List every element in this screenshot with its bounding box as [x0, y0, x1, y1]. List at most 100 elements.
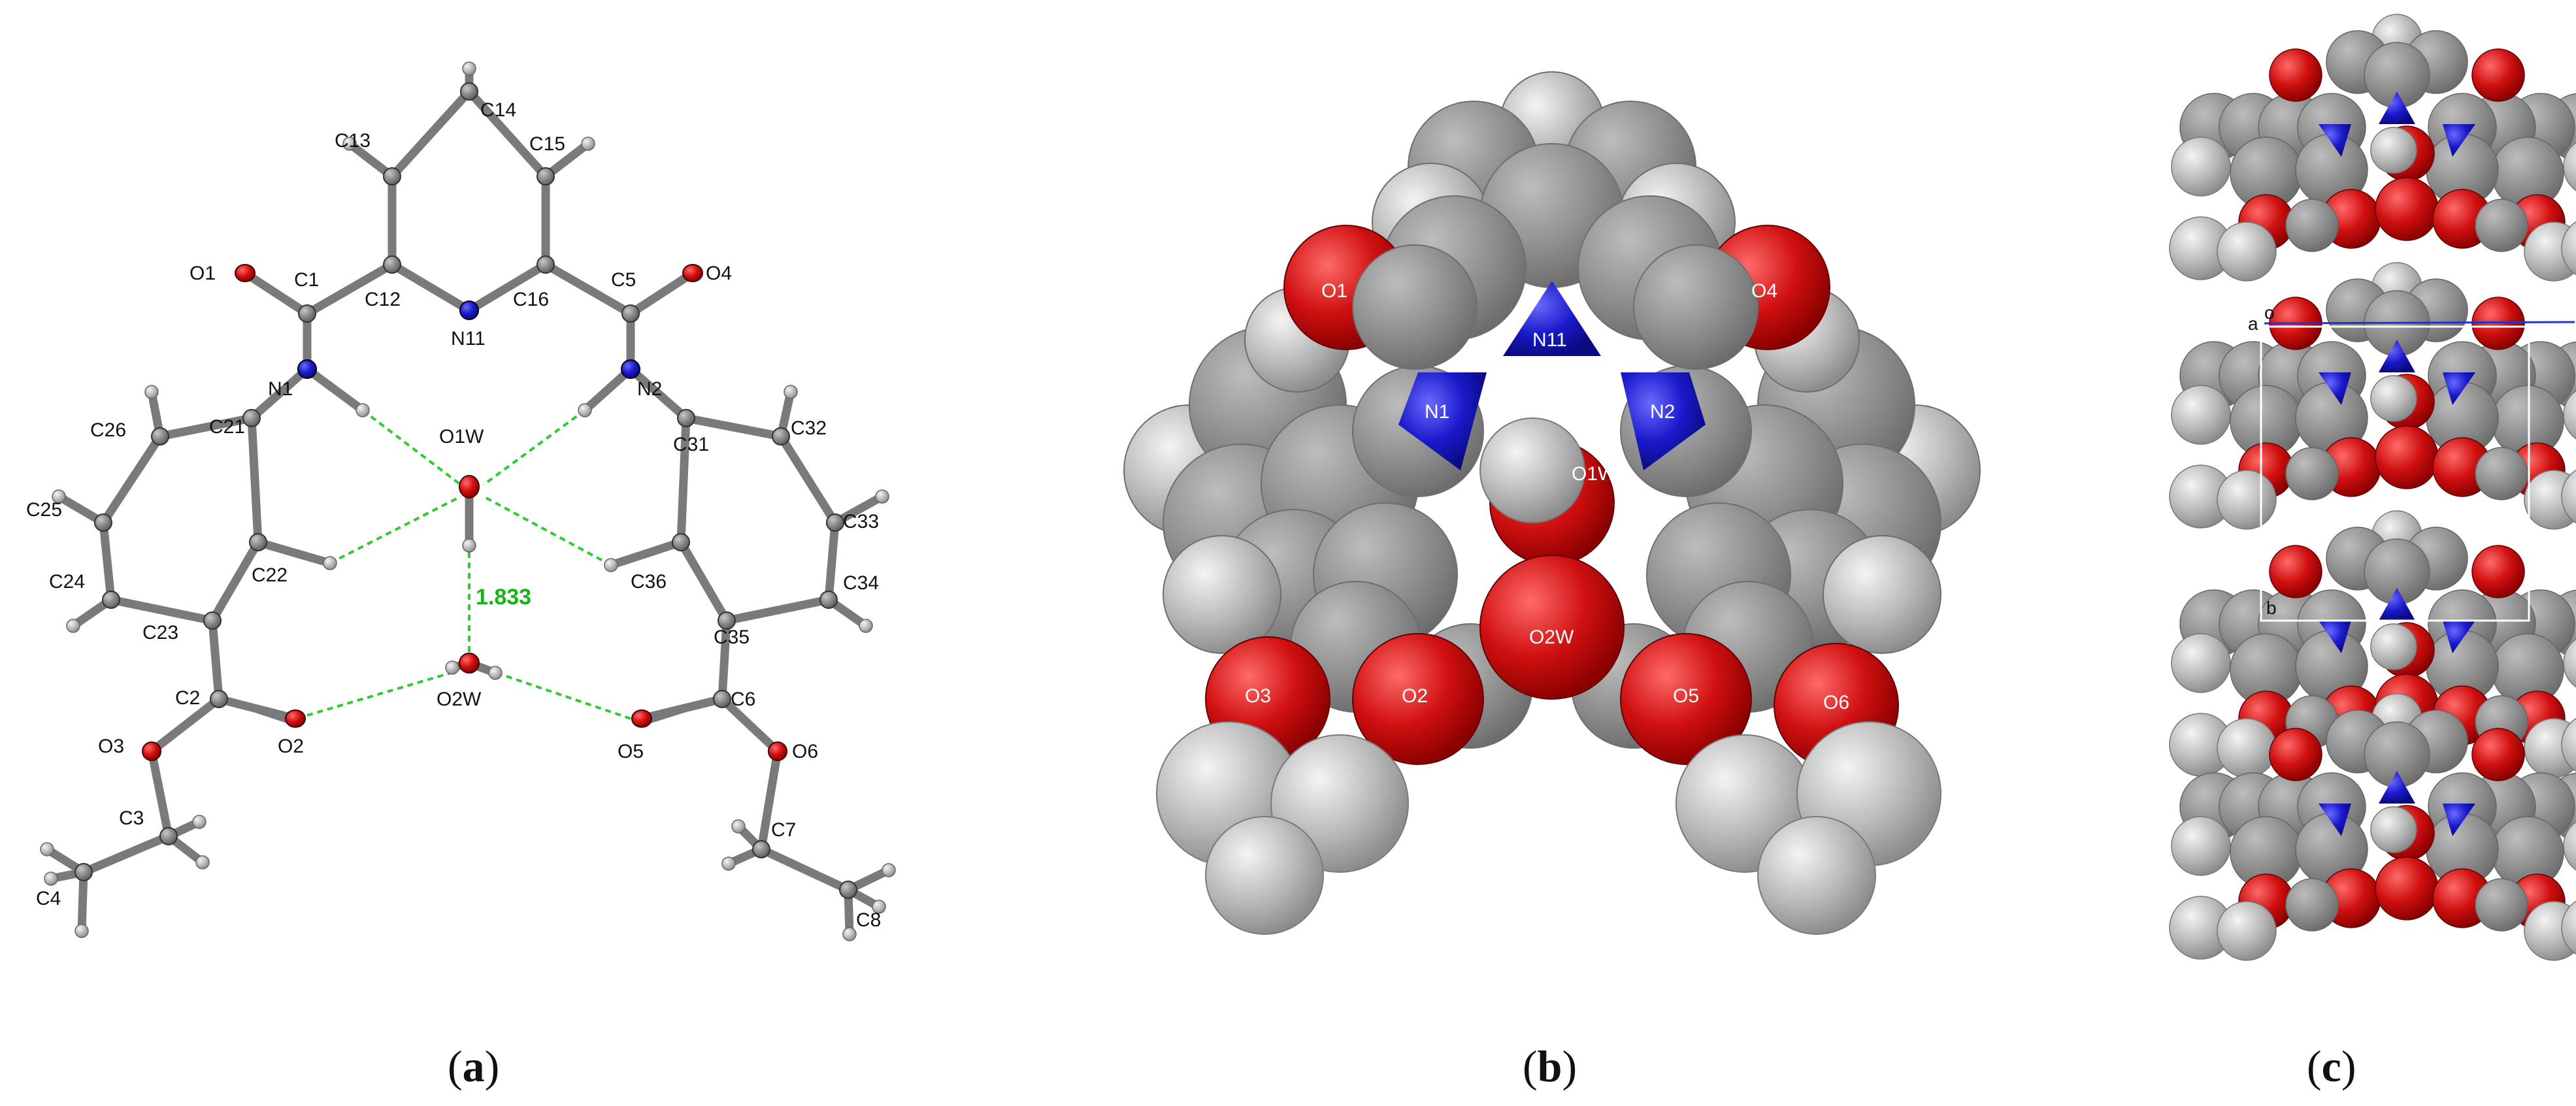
nitrogen-atom — [2379, 771, 2415, 804]
hydrogen-atom — [2561, 469, 2576, 524]
hydrogen-atom — [2370, 806, 2417, 853]
hydrogen-atom — [2524, 221, 2576, 282]
hydrogen-atom — [2370, 623, 2417, 670]
atom-label: C2 — [175, 687, 200, 709]
hydrogen-atom — [2561, 717, 2576, 772]
hydrogen-atom — [2171, 385, 2231, 445]
oxygen-atom — [2471, 545, 2525, 598]
hydrogen-atom — [2563, 821, 2576, 871]
atom-label: C24 — [49, 571, 85, 593]
atom-label: C33 — [843, 511, 879, 532]
atom-label: C12 — [365, 289, 401, 310]
bonds — [42, 64, 893, 939]
carbon-atoms — [74, 82, 857, 899]
atom-label: O2 — [1402, 685, 1428, 707]
hydrogen-atom — [2217, 901, 2277, 961]
atom-label: C15 — [529, 133, 565, 155]
hydrogen-atom — [2171, 633, 2231, 693]
oxygen-atom — [2375, 425, 2439, 489]
oxygen-atom — [2269, 48, 2322, 102]
hydrogen-atom — [2217, 470, 2277, 530]
atom-label: O1 — [1321, 280, 1347, 302]
hydrogen-atom — [2563, 390, 2576, 440]
carbon-atom — [2285, 447, 2339, 500]
hydrogen-atoms — [40, 61, 896, 941]
atom-label: O2 — [278, 736, 304, 757]
panel-a-labels: C14 C13 C15 O1 C1 C12 C16 C5 O4 N11 N1 N… — [26, 99, 881, 931]
atom-label: N2 — [637, 378, 662, 400]
atom-label: C34 — [843, 572, 879, 594]
atom-label: C35 — [714, 626, 750, 648]
hydrogen-atom — [2563, 638, 2576, 688]
caption-c: (c) — [2307, 1041, 2356, 1091]
atom-label: C4 — [36, 888, 61, 909]
hbond-distance-label: 1.833 — [476, 585, 531, 610]
hydrogen-atom — [2524, 901, 2576, 961]
atom-label: O3 — [98, 736, 124, 757]
hydrogen-atom — [2563, 142, 2576, 191]
nitrogen-atom — [2443, 621, 2475, 653]
atom-label: N1 — [1425, 401, 1449, 423]
caption-b: (b) — [1523, 1041, 1577, 1091]
panel-captions: (a) (b) (c) — [448, 1041, 2356, 1091]
nitrogen-atom — [2319, 621, 2351, 653]
panel-c-packing: a o b — [2169, 14, 2576, 961]
atom-label: C7 — [771, 819, 796, 841]
atom-label: N1 — [268, 378, 293, 400]
hydrogen-atom — [2524, 470, 2576, 530]
atom-label: C13 — [335, 130, 371, 152]
nitrogen-atom — [2319, 372, 2351, 405]
c-axis-line — [2264, 321, 2575, 325]
atom-label: C36 — [631, 571, 667, 593]
atom-label: C1 — [294, 269, 319, 291]
nitrogen-atom — [2319, 124, 2351, 157]
nitrogen-atoms — [297, 301, 640, 379]
molecule-stack — [2169, 14, 2576, 961]
atom-label: N2 — [1650, 401, 1675, 423]
atom-label: C26 — [90, 419, 126, 441]
nitrogen-atom — [2443, 124, 2475, 157]
double-bonds — [218, 275, 723, 726]
atom-label: N11 — [451, 328, 486, 350]
atom-label: O1 — [190, 263, 216, 284]
hydrogen-atom — [2561, 900, 2576, 955]
caption-a: (a) — [448, 1041, 499, 1091]
nitrogen-atom — [2379, 588, 2415, 621]
nitrogen-atom — [2379, 91, 2415, 124]
atom-label: O5 — [618, 741, 644, 762]
hydrogen-atom — [2171, 137, 2231, 197]
oxygen-atom — [2375, 856, 2439, 920]
atom-label: C21 — [209, 416, 245, 438]
hydrogen-atom — [2217, 718, 2277, 778]
atom-label: C25 — [26, 499, 62, 521]
oxygen-atoms — [142, 264, 787, 761]
atom-label: C8 — [856, 909, 881, 931]
atom-label: O4 — [1751, 280, 1777, 302]
nitrogen-atom — [2443, 804, 2475, 836]
hydrogen-atom — [2217, 221, 2277, 282]
b-water-o1w — [1479, 417, 1615, 566]
carbon-atom — [2475, 199, 2528, 252]
atom-label: C6 — [731, 689, 755, 710]
oxygen-atom — [2375, 177, 2439, 241]
axis-label-a: a — [2248, 314, 2258, 334]
atom-label: O2W — [437, 689, 482, 710]
nitrogen-atom — [2319, 804, 2351, 836]
carbon-atom — [2475, 447, 2528, 500]
unit-cell — [2260, 325, 2530, 622]
atom-label: O4 — [706, 263, 732, 284]
carbon-atom — [2285, 878, 2339, 932]
atom-label: C14 — [480, 99, 516, 121]
atom-label: C23 — [142, 622, 178, 643]
axis-label-origin: o — [2264, 302, 2275, 323]
hydrogen-bonds — [306, 409, 631, 720]
atom-label: O3 — [1245, 685, 1271, 707]
carbon-atom — [2475, 878, 2528, 932]
oxygen-atom — [2471, 48, 2525, 102]
panel-b-labels: O1 N11 O4 N1 N2 O1W O3 O2 O2W O5 O6 — [1245, 280, 1849, 713]
atom-label: O6 — [792, 741, 818, 762]
atom-label: O5 — [1673, 685, 1699, 707]
carbon-atom — [2285, 199, 2339, 252]
hydrogen-atom — [2370, 375, 2417, 422]
